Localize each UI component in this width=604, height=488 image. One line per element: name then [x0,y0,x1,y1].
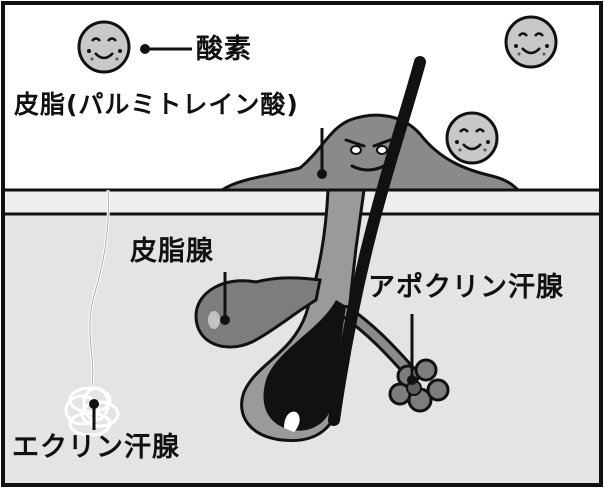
hair-bulb [263,300,346,431]
sebum-mound [217,113,522,192]
leader-apocrine-gland [407,314,417,385]
hair-papilla [284,411,300,432]
oxygen-molecule-1 [77,20,131,74]
leader-sebaceous-gland [220,272,230,325]
sebaceous-gland-highlight [208,311,220,329]
hair-shaft [328,56,426,426]
leader-oxygen [140,44,192,54]
label-sebaceous-gland: 皮脂腺 [130,236,214,267]
oxygen-molecule-3 [445,111,499,165]
leader-sebum [317,128,327,179]
label-eccrine-gland: エクリン汗腺 [12,432,180,463]
apocrine-gland-coil [388,358,450,413]
sebaceous-gland [194,276,322,349]
label-sebum: 皮脂(パルミトレイン酸) [14,90,299,119]
skin-surface-layer [5,190,599,214]
eccrine-gland-coil [64,386,120,437]
leader-eccrine-gland [89,399,99,430]
eccrine-duct-outline [89,189,109,385]
label-oxygen: 酸素 [196,34,252,65]
sebum-mound-face [344,138,392,172]
label-apocrine-gland: アポクリン汗腺 [368,272,564,303]
oxygen-molecule-2 [504,15,558,69]
